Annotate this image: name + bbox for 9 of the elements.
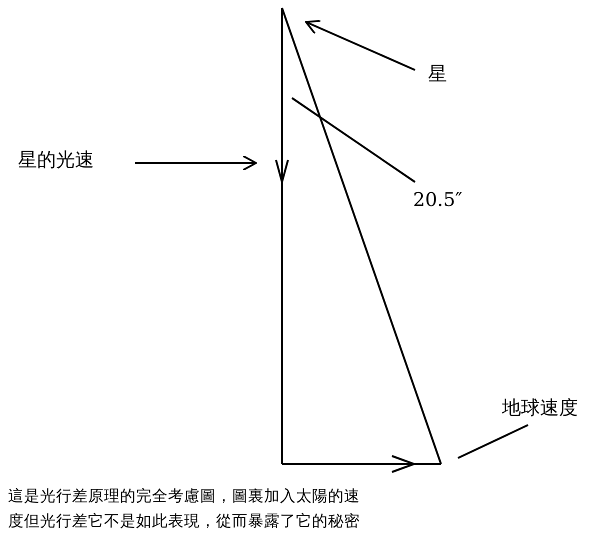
leader-line <box>458 424 528 459</box>
label-text: 星 <box>428 64 447 85</box>
leader-line <box>291 97 416 183</box>
label-text: 地球速度 <box>502 398 578 419</box>
caption-text: 這是光行差原理的完全考慮圖，圖裏加入太陽的速度但光行差它不是如此表現，從而暴露了它的秘密 <box>8 486 361 532</box>
arrow <box>135 155 257 171</box>
arrow <box>305 20 416 71</box>
label-text: 20.5″ <box>413 190 462 211</box>
label-text: 星的光速 <box>18 150 94 171</box>
